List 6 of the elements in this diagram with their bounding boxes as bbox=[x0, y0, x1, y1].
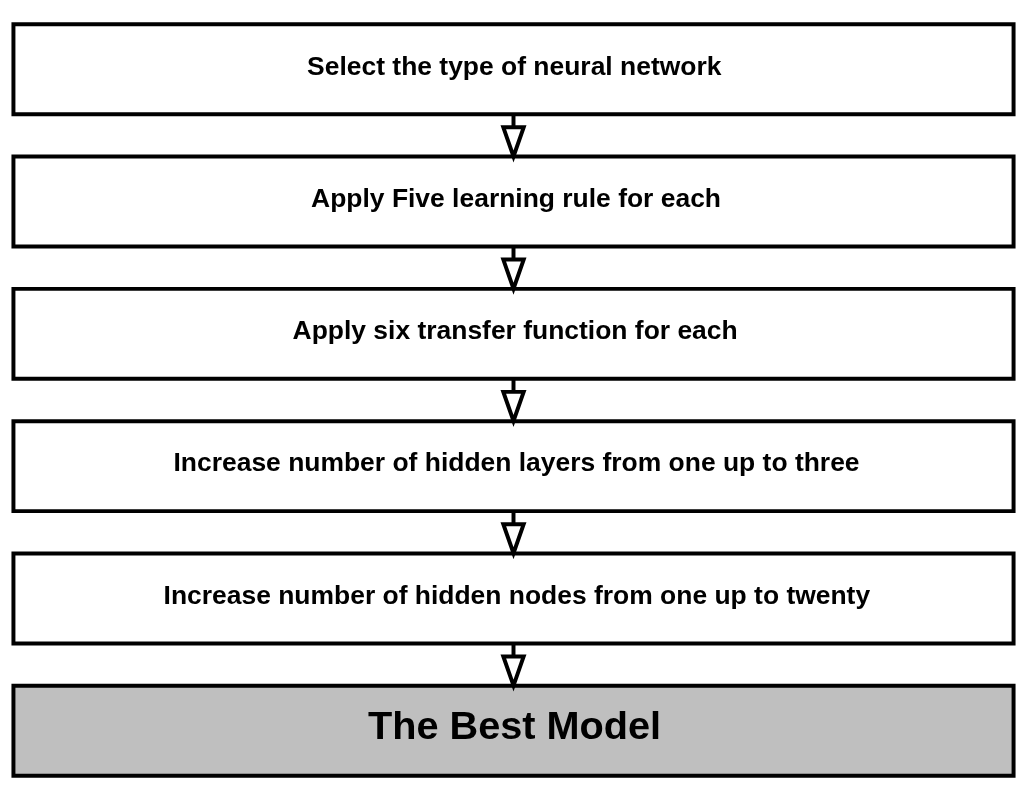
node-box: Increase number of hidden layers from one up to three bbox=[11, 419, 1016, 514]
node-box: Apply Five learning rule for each bbox=[11, 154, 1016, 249]
node-box: Apply six transfer function for each bbox=[11, 286, 1016, 381]
node-box: Select the type of neural network bbox=[11, 22, 1016, 117]
node-box: The Best Model bbox=[11, 683, 1016, 778]
node-box: Increase number of hidden nodes from one up to twenty bbox=[11, 551, 1016, 646]
